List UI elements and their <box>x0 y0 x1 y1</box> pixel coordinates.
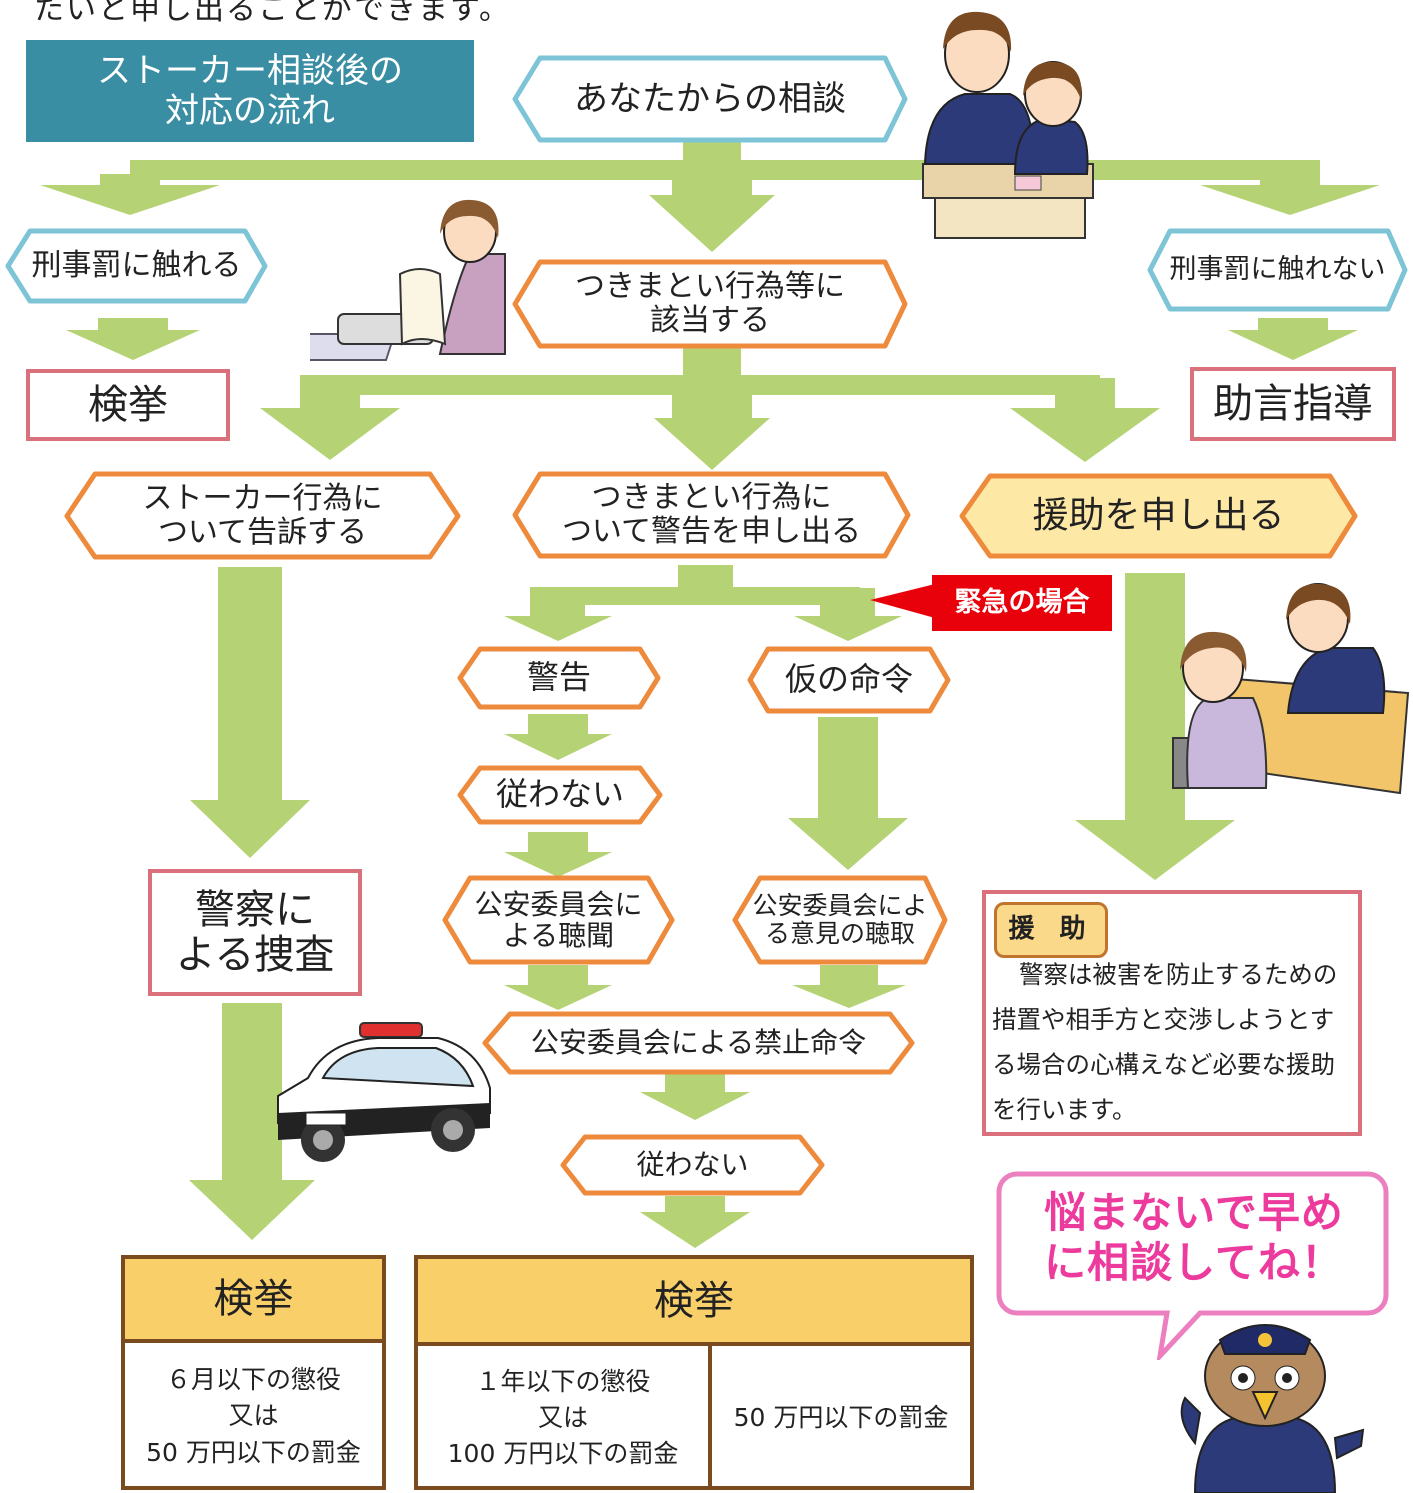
cut-off-intro-text: たいと申し出ることができます。 <box>34 0 511 27</box>
result-right-header: 検挙 <box>418 1259 970 1346</box>
hex-not-comply-2 <box>560 1134 825 1196</box>
officer-assisting-woman-illustration <box>1172 583 1410 795</box>
hex-warning-request <box>512 471 911 559</box>
speech-bubble-text: 悩まないで早め に相談してね！ <box>1012 1188 1376 1287</box>
hex-provisional <box>747 646 951 714</box>
hex-hearing <box>442 875 675 965</box>
arrow-to-investigation <box>190 567 310 858</box>
hex-criminal-yes <box>5 228 268 304</box>
hex-warning <box>457 646 661 710</box>
arrow-to-stalking <box>649 178 775 252</box>
hex-opinion-hearing <box>732 875 948 965</box>
hex-consult <box>512 55 908 143</box>
result-right-cell1-line-3: 100 万円以下の罰金 <box>447 1439 679 1469</box>
result-left-line-1: ６月以下の懲役 <box>165 1365 341 1395</box>
arrow-to-complaint <box>260 378 400 460</box>
result-left-line-3: 50 万円以下の罰金 <box>146 1437 361 1467</box>
arrow-to-advice <box>1228 318 1358 360</box>
arrow-to-not-comply-1 <box>504 714 612 760</box>
hex-stalking <box>512 259 908 349</box>
result-table-left: 検挙 ６月以下の懲役 又は 50 万円以下の罰金 <box>121 1255 386 1490</box>
assistance-note-title: 援 助 <box>994 902 1108 958</box>
arrow-from-opinion <box>792 965 906 1008</box>
arrow-to-assistance-note <box>1075 573 1235 880</box>
arrow-to-opinion-hearing <box>788 717 908 870</box>
result-right-cell1-line-2: 又は <box>537 1402 588 1432</box>
assistance-note-body: 警察は被害を防止するための措置や相手方と交渉しようとする場合の心構えなど必要な援… <box>992 960 1338 1124</box>
patrol-car-illustration <box>277 1022 491 1162</box>
hex-complaint <box>64 471 461 560</box>
arrow-to-criminal-no <box>1200 174 1380 215</box>
advice-box: 助言指導 <box>1190 367 1396 441</box>
title-line-2: 対応の流れ <box>165 91 335 131</box>
hex-prohibition-order <box>482 1011 915 1075</box>
speech-bubble-line-1: 悩まないで早め <box>1044 1188 1344 1237</box>
result-right-cell-2: 50 万円以下の罰金 <box>712 1346 970 1490</box>
arrow-to-result-left <box>189 1003 315 1240</box>
arrow-to-not-comply-2 <box>640 1072 750 1120</box>
emergency-label: 緊急の場合 <box>932 575 1112 631</box>
result-right-cell2-text: 50 万円以下の罰金 <box>733 1402 949 1432</box>
arrow-to-assist-request <box>1010 378 1160 462</box>
split-bar <box>530 587 860 605</box>
result-right-cell-1: １年以下の懲役 又は 100 万円以下の罰金 <box>418 1346 712 1490</box>
connector-top-stem <box>683 140 741 180</box>
emergency-pointer <box>870 584 935 618</box>
hex-assist-request <box>959 473 1358 559</box>
arrest-box-text: 検挙 <box>88 382 168 428</box>
hex-criminal-no <box>1147 228 1408 312</box>
result-left-header: 検挙 <box>125 1259 382 1343</box>
title-line-1: ストーカー相談後の <box>97 50 403 91</box>
arrow-from-hearing <box>504 965 612 1010</box>
flow-title-box: ストーカー相談後の 対応の流れ <box>26 40 474 142</box>
result-right-cell1-line-1: １年以下の懲役 <box>475 1366 651 1396</box>
woman-reading-scroll-illustration <box>310 199 506 361</box>
arrest-box: 検挙 <box>26 369 230 441</box>
investigation-line-1: 警察に <box>195 886 315 933</box>
hex-not-comply-1 <box>457 765 663 825</box>
advice-box-text: 助言指導 <box>1213 381 1373 427</box>
result-left-cell: ６月以下の懲役 又は 50 万円以下の罰金 <box>125 1343 382 1490</box>
investigation-box: 警察に よる捜査 <box>148 869 362 996</box>
arrow-to-criminal-yes <box>40 174 220 215</box>
speech-bubble-line-2: に相談してね！ <box>1044 1237 1344 1287</box>
speech-bubble-shape <box>996 1171 1389 1360</box>
police-officer-with-woman-illustration <box>922 11 1094 239</box>
investigation-line-2: よる捜査 <box>175 931 335 978</box>
arrow-to-result-right <box>640 1196 750 1248</box>
result-left-line-2: 又は <box>228 1401 279 1431</box>
result-table-right: 検挙 １年以下の懲役 又は 100 万円以下の罰金 50 万円以下の罰金 <box>414 1255 974 1490</box>
police-mascot-bird-illustration <box>1180 1324 1365 1493</box>
arrow-to-warning-request <box>654 385 770 470</box>
assistance-note-box: 援 助 警察は被害を防止するための措置や相手方と交渉しようとする場合の心構えなど… <box>982 890 1362 1136</box>
arrow-to-warning <box>504 588 612 641</box>
arrow-to-hearing <box>504 832 612 877</box>
arrow-to-arrest <box>66 318 200 360</box>
